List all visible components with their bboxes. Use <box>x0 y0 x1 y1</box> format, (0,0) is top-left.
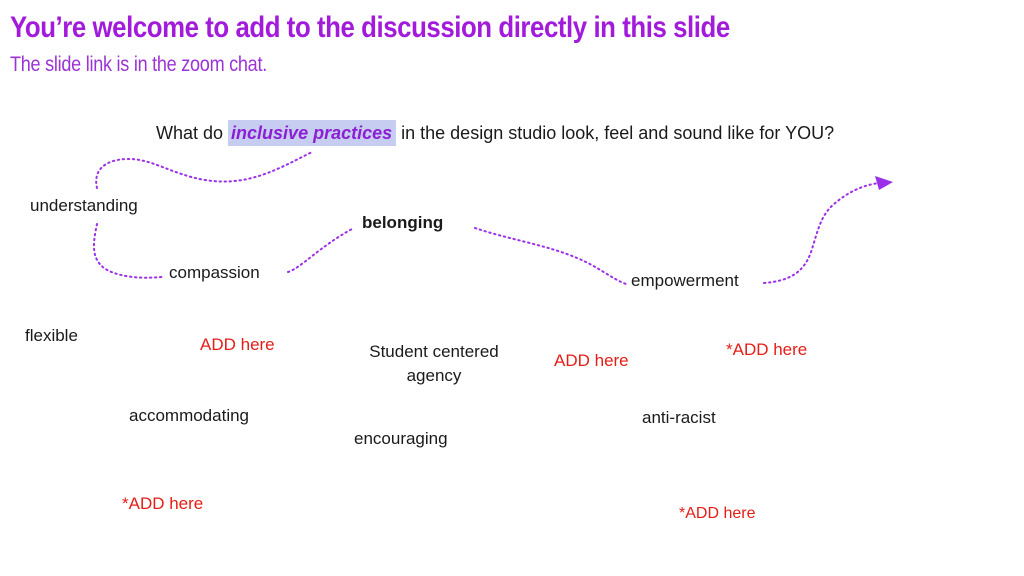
connector-belonging-to-empowerment <box>474 227 627 285</box>
word-flexible: flexible <box>25 326 78 345</box>
slide-title: You’re welcome to add to the discussion … <box>10 11 730 44</box>
discussion-question: What do inclusive practices in the desig… <box>156 120 835 146</box>
question-suffix: in the design studio look, feel and soun… <box>396 123 835 143</box>
word-student-centered-agency: Student centered agency <box>369 342 499 385</box>
word-empowerment: empowerment <box>631 271 739 290</box>
word-compassion: compassion <box>169 263 260 282</box>
word-understanding: understanding <box>30 196 138 215</box>
add-here-prompt-bottom-right[interactable]: *ADD here <box>679 505 756 522</box>
connector-question-to-understanding <box>95 151 313 189</box>
connector-empowerment-to-arrow <box>763 182 880 284</box>
add-here-prompt-right[interactable]: *ADD here <box>726 340 808 359</box>
add-here-prompt-center[interactable]: ADD here <box>554 351 629 370</box>
word-encouraging: encouraging <box>354 429 448 448</box>
question-highlight: inclusive practices <box>228 120 397 146</box>
add-here-prompt-left[interactable]: ADD here <box>200 335 275 354</box>
word-anti-racist: anti-racist <box>642 408 716 427</box>
slide-subtitle: The slide link is in the zoom chat. <box>10 53 267 76</box>
add-here-prompt-bottom-left[interactable]: *ADD here <box>122 494 204 513</box>
connector-understanding-to-compassion <box>93 223 163 279</box>
question-prefix: What do <box>156 123 229 143</box>
connector-compassion-to-belonging <box>287 228 353 273</box>
word-belonging: belonging <box>362 213 444 232</box>
arrow-head-icon <box>875 176 893 190</box>
word-accommodating: accommodating <box>129 406 250 425</box>
